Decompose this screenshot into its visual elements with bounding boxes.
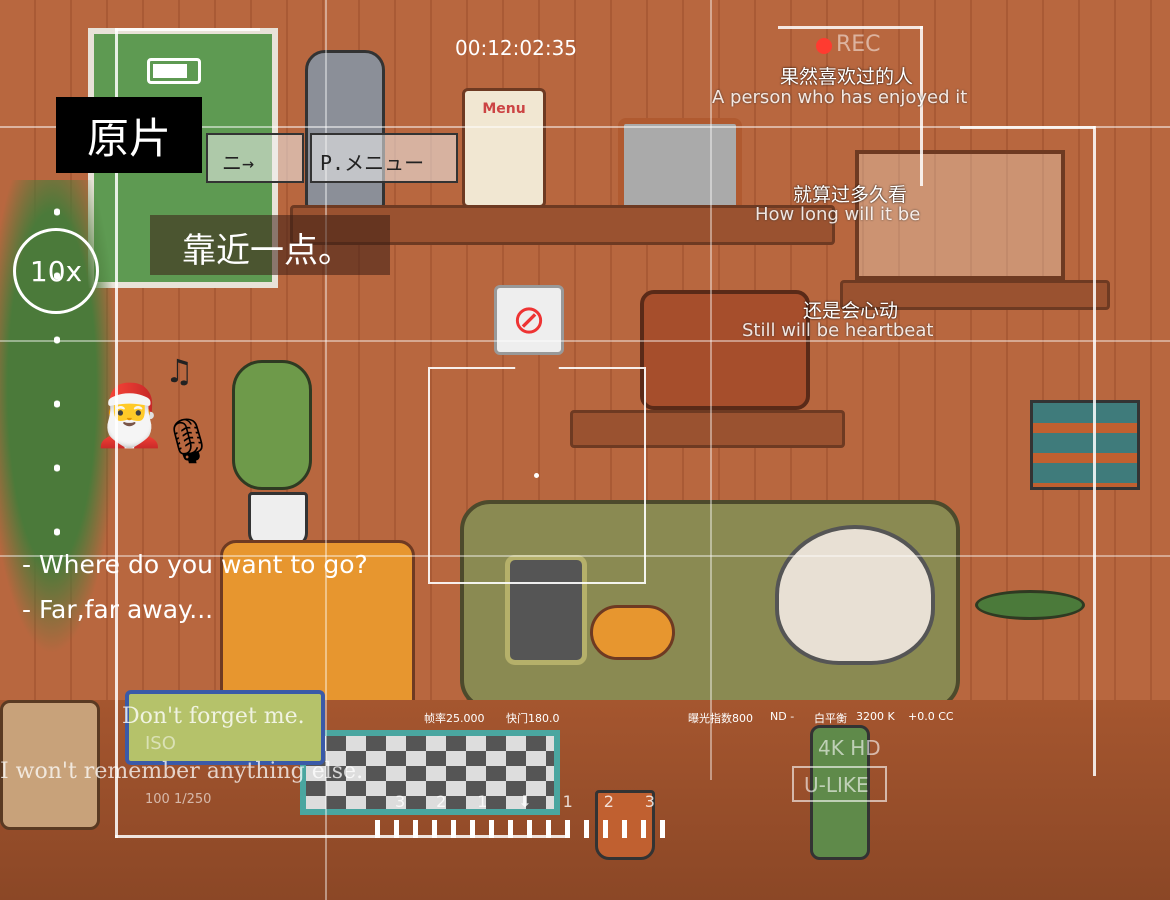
scale-tick-label: 3 xyxy=(644,792,655,811)
scale-tick-label: 1 xyxy=(562,792,573,811)
subtitle-en-2: How long will it be xyxy=(755,204,921,225)
menu-text: Menu xyxy=(482,101,526,117)
subtitle-cn-2: 就算过多久看 xyxy=(793,184,908,206)
open-book xyxy=(125,690,325,765)
subtitle-cn-1: 果然喜欢过的人 xyxy=(780,66,914,88)
terrarium xyxy=(855,150,1065,280)
santa-emoji: 🎅 xyxy=(92,381,167,451)
thermos xyxy=(810,725,870,860)
exposure-scale-ticks xyxy=(375,820,665,838)
wall-shelf-middle xyxy=(570,410,845,448)
right-bracket-side xyxy=(1093,126,1096,776)
focus-center-dot xyxy=(534,473,539,478)
tablet xyxy=(505,555,587,665)
right-bracket-top xyxy=(960,126,1095,129)
frame-line-v2 xyxy=(710,0,712,780)
side-table xyxy=(975,590,1085,620)
zoom-indicator: 10x xyxy=(13,228,99,314)
dumpling-character xyxy=(775,525,935,665)
wall-shelf-right xyxy=(840,280,1110,310)
frame-line-left xyxy=(115,28,118,838)
iso-label: ISO xyxy=(145,733,176,754)
scale-tick-label: 1 xyxy=(477,792,488,811)
menu-clipboard: Menu xyxy=(462,88,546,208)
rec-bracket-top xyxy=(778,26,923,29)
basket xyxy=(0,700,100,830)
bottom-bracket xyxy=(115,835,565,838)
cc-readout: +0.0 CC xyxy=(908,710,954,723)
menu-button[interactable]: P.メニュー xyxy=(310,133,458,183)
frame-line-v1 xyxy=(325,0,327,900)
scale-tick-label: 2 xyxy=(603,792,614,811)
cactus-mug xyxy=(248,492,308,547)
radio xyxy=(640,290,810,410)
frame-line-h1 xyxy=(0,126,1170,128)
kelvin-readout: 3200 K xyxy=(856,710,895,723)
timecode: 00:12:02:35 xyxy=(455,36,578,60)
scale-tick-label: 3 xyxy=(395,792,406,811)
frame-line-h2 xyxy=(0,340,1170,342)
caption-top: 靠近一点。 xyxy=(150,215,390,275)
cactus xyxy=(232,360,312,490)
exposure-scale: 3 2 1 ⬇ 1 2 3 xyxy=(395,792,655,811)
subtitle-en-3: Still will be heartbeat xyxy=(742,320,934,341)
no-touch-sign: ⊘ xyxy=(494,285,564,355)
rec-bracket-side xyxy=(920,26,923,186)
rec-dot-icon xyxy=(816,38,832,54)
scale-pointer-icon: ⬇ xyxy=(518,792,532,811)
frame-line-h3 xyxy=(0,555,1170,557)
microphone-emoji: 🎙 xyxy=(160,416,216,467)
next-button[interactable]: ニ→ xyxy=(206,133,304,183)
serif-line-2: I won't remember anything else. xyxy=(0,759,364,784)
serif-line-1: Don't forget me. xyxy=(122,704,305,729)
tv-frame xyxy=(618,118,742,218)
brand-label: U-LIKE xyxy=(792,766,887,802)
rec-label: REC xyxy=(836,32,881,57)
original-label: 原片 xyxy=(56,97,202,173)
nd-readout: ND - xyxy=(770,710,795,723)
iso-values: 100 1/250 xyxy=(145,792,212,807)
sofa-cushion xyxy=(590,605,675,660)
frame-line-top xyxy=(115,28,260,31)
dialog-line-2: - Far,far away... xyxy=(22,595,214,624)
scale-tick-label: 2 xyxy=(436,792,447,811)
subtitle-en-1: A person who has enjoyed it xyxy=(712,87,968,108)
format-label: 4K HD xyxy=(818,736,881,760)
fps-readout: 帧率25.000 xyxy=(424,712,485,725)
shutter-readout: 快门180.0 xyxy=(506,712,560,725)
music-notes-icon: ♫ xyxy=(165,352,194,390)
wb-label: 白平衡 xyxy=(814,712,847,725)
dialog-line-1: - Where do you want to go? xyxy=(22,550,368,579)
exposure-readout: 曝光指数800 xyxy=(688,712,753,725)
chess-table xyxy=(300,730,560,815)
book-stack xyxy=(1030,400,1140,490)
battery-icon xyxy=(147,58,201,84)
exposure-dots xyxy=(54,180,60,560)
lantern xyxy=(305,50,385,210)
subtitle-cn-3: 还是会心动 xyxy=(803,300,899,322)
